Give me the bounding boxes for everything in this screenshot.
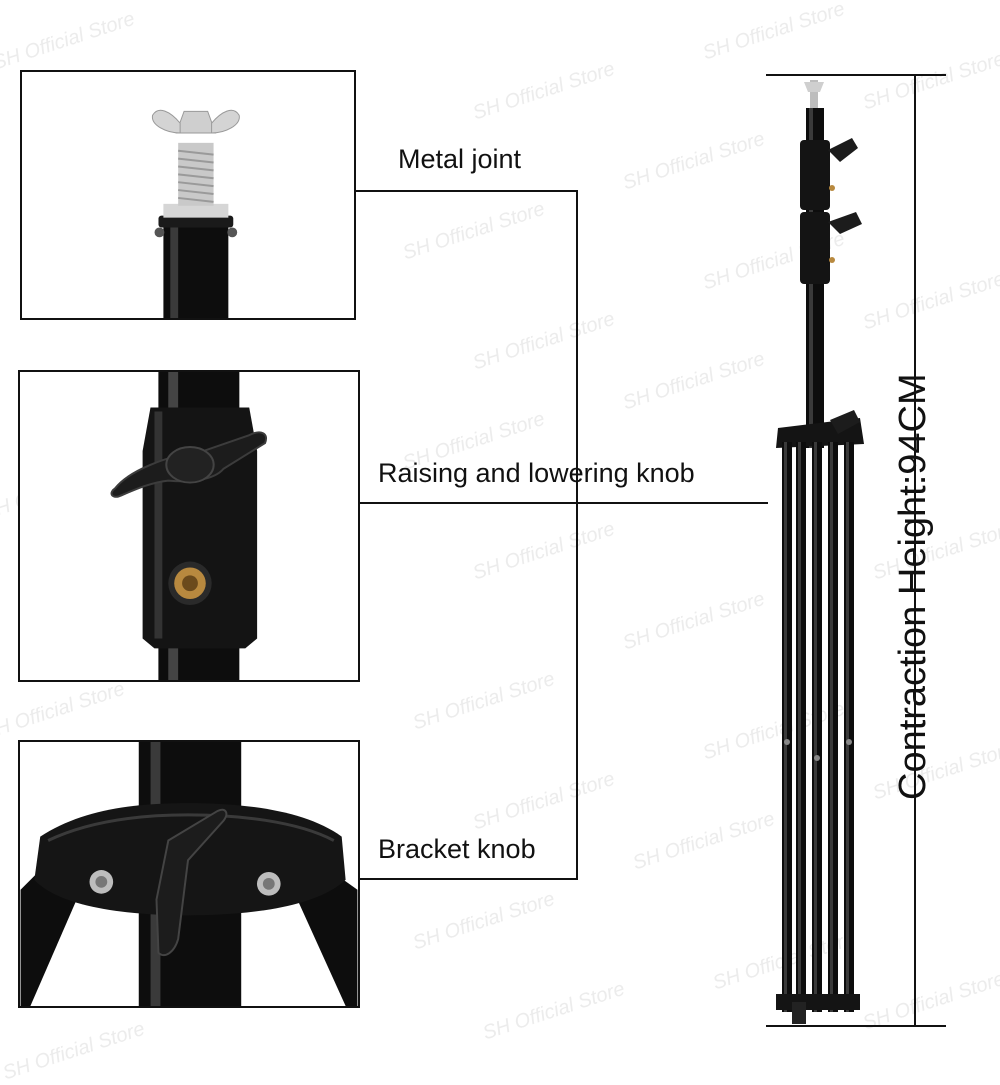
watermark-text: SH Official Store xyxy=(0,7,138,75)
watermark-text: SH Official Store xyxy=(700,0,848,65)
watermark-text: SH Official Store xyxy=(470,767,618,835)
label-raising-knob: Raising and lowering knob xyxy=(378,458,695,488)
watermark-text: SH Official Store xyxy=(0,1017,148,1085)
callout-line-metal-joint-h xyxy=(356,190,578,192)
bracket-knob-icon xyxy=(20,742,358,1006)
callout-line-raising-knob-h xyxy=(360,502,768,504)
watermark-text: SH Official Store xyxy=(470,57,618,125)
watermark-text: SH Official Store xyxy=(410,667,558,735)
watermark-text: SH Official Store xyxy=(480,977,628,1045)
watermark-text: SH Official Store xyxy=(620,347,768,415)
watermark-text: SH Official Store xyxy=(410,887,558,955)
watermark-text: SH Official Store xyxy=(400,197,548,265)
label-metal-joint: Metal joint xyxy=(398,144,522,174)
detail-raising-knob xyxy=(18,370,360,682)
callout-line-vertical xyxy=(576,190,578,880)
label-bracket-knob: Bracket knob xyxy=(378,834,536,864)
height-top-line xyxy=(766,74,946,76)
locking-knob-icon xyxy=(110,372,267,680)
detail-bracket-knob xyxy=(18,740,360,1008)
watermark-text: SH Official Store xyxy=(630,807,778,875)
watermark-text: SH Official Store xyxy=(470,517,618,585)
watermark-text: SH Official Store xyxy=(620,127,768,195)
detail-metal-joint xyxy=(20,70,356,320)
watermark-text: SH Official Store xyxy=(470,307,618,375)
watermark-text: SH Official Store xyxy=(0,677,128,745)
height-bottom-line xyxy=(766,1025,946,1027)
wing-screw-icon xyxy=(152,109,240,318)
light-stand-icon xyxy=(760,70,890,1035)
label-contraction-height: Contraction Height:94CM xyxy=(892,373,934,800)
callout-line-bracket-knob-h xyxy=(360,878,578,880)
height-dimension-line xyxy=(914,74,916,1027)
watermark-text: SH Official Store xyxy=(620,587,768,655)
